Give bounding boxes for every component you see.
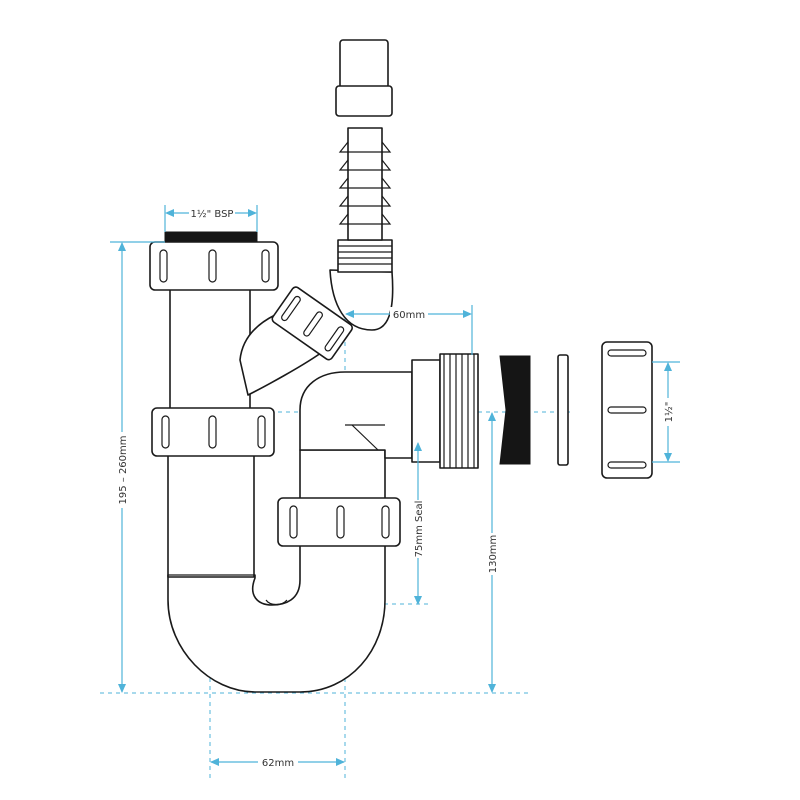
hose-thread: [337, 239, 393, 273]
outlet-thread-body: [439, 353, 479, 469]
cone-seal: [499, 355, 531, 465]
dimension-inlet-bsp: 1½" BSP: [164, 205, 258, 232]
outlet-thread: [411, 353, 479, 469]
dimension-130mm: 130mm: [484, 412, 500, 693]
label-outlet-size: 1½": [663, 402, 675, 423]
outlet-arm: [299, 371, 413, 459]
side-branch: [239, 286, 354, 396]
lower-pipe: [167, 451, 255, 578]
dimension-height-range: 195 – 260mm: [110, 241, 165, 693]
label-62mm: 62mm: [262, 758, 294, 769]
outlet-nut: [601, 341, 653, 479]
hose-cap-rim: [335, 85, 393, 117]
hose-cap: [339, 39, 389, 89]
label-60mm: 60mm: [393, 310, 425, 321]
label-outlet-height: 130mm: [488, 535, 499, 574]
label-height-range: 195 – 260mm: [118, 435, 129, 504]
inlet-pipe: [169, 284, 251, 416]
outlet-collar: [411, 359, 441, 463]
middle-nut: [151, 407, 275, 457]
flat-washer: [557, 354, 569, 466]
label-seal-depth: 75mm Seal: [414, 501, 425, 558]
inlet-nut: [149, 231, 279, 291]
lower-nut: [277, 497, 401, 547]
hose-branch: [329, 39, 394, 331]
label-inlet-bsp: 1½" BSP: [191, 208, 234, 220]
dimension-60mm: 60mm: [345, 305, 473, 355]
hose-barb: [347, 127, 383, 241]
dimension-seal: 75mm Seal: [410, 442, 426, 605]
dimension-outlet-size: 1½": [652, 361, 680, 463]
inlet-washer: [164, 231, 258, 243]
dimension-62mm: 62mm: [210, 755, 345, 770]
hose-elbow: [329, 269, 394, 331]
